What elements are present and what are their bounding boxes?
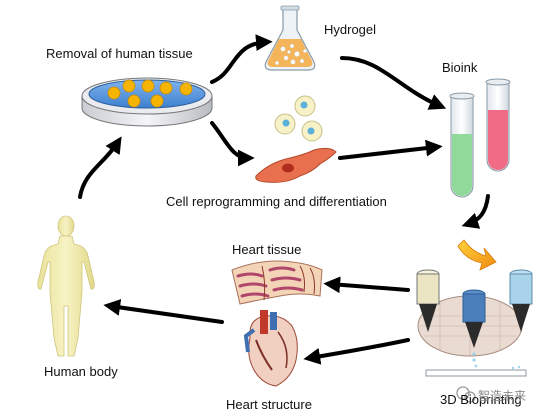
arrow-cells-to-bioink	[338, 139, 443, 160]
arrow-bioink-to-printer	[461, 194, 490, 229]
label-hydrogel: Hydrogel	[324, 22, 377, 37]
heart-tissue-icon	[231, 260, 323, 305]
arrow-printer-to-heart-structure	[303, 338, 410, 365]
label-heart-structure: Heart structure	[226, 397, 312, 412]
bioprinter-icon	[416, 269, 533, 377]
arrow-tissue-to-body	[103, 299, 224, 324]
stem-cells-icon	[274, 95, 323, 142]
arrow-body-to-dish	[78, 136, 122, 199]
label-human-body: Human body	[44, 364, 118, 379]
watermark-text: 智造未来	[478, 389, 527, 403]
bioink-tubes-icon	[449, 78, 511, 198]
label-bioink: Bioink	[442, 60, 478, 75]
hydrogel-flask-icon	[264, 5, 316, 71]
arrow-hydrogel-to-bioink	[340, 56, 447, 110]
arrow-printer-to-heart-tissue	[323, 276, 410, 294]
label-cell-reprogramming: Cell reprogramming and differentiation	[166, 194, 387, 209]
label-heart-tissue: Heart tissue	[232, 242, 302, 257]
fibroblast-cell-icon	[255, 147, 337, 183]
heart-organ-icon	[243, 310, 298, 387]
wechat-icon	[456, 386, 476, 403]
flow-arrows	[78, 34, 490, 365]
petri-dish-icon	[81, 77, 213, 127]
rotation-arrow-icon	[457, 239, 497, 271]
label-3d-bioprinting: 3D Bioprinting	[440, 392, 522, 407]
arrow-dish-to-hydrogel	[210, 34, 273, 84]
label-removal-of-human-tissue: Removal of human tissue	[46, 46, 193, 61]
arrow-dish-to-cells	[210, 121, 255, 167]
human-figure-icon	[37, 215, 95, 357]
